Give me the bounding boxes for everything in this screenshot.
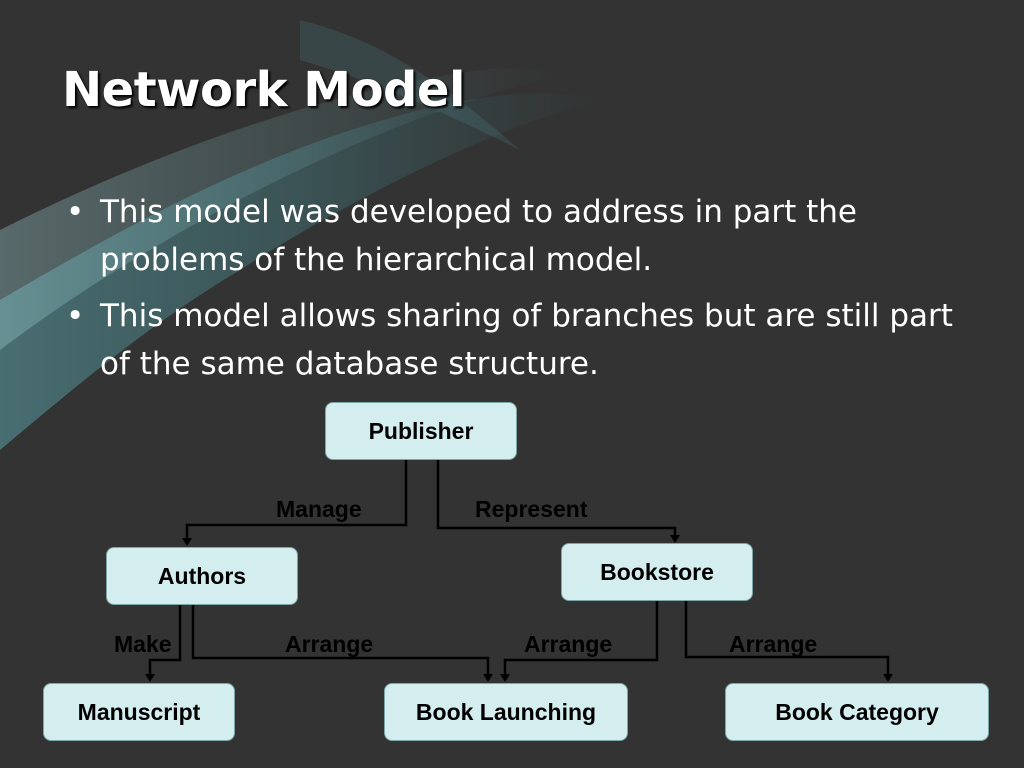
edge-make: [148, 605, 182, 676]
node-authors: Authors: [106, 547, 298, 605]
bullet-dot-icon: •: [66, 194, 85, 230]
node-book-launching: Book Launching: [384, 683, 628, 741]
edge-represent: [436, 460, 677, 537]
arrowhead-icon: [182, 538, 192, 546]
edge-manage: [185, 460, 408, 540]
arrowhead-icon: [883, 674, 893, 682]
bullet-list: • This model was developed to address in…: [62, 188, 992, 396]
arrowhead-icon: [670, 535, 680, 543]
node-book-category: Book Category: [725, 683, 989, 741]
edge-arrange-bookstore-category: [684, 601, 890, 676]
arrowhead-icon: [145, 674, 155, 682]
bullet-item: • This model was developed to address in…: [62, 188, 992, 284]
node-publisher: Publisher: [325, 402, 517, 460]
arrowhead-icon: [500, 674, 510, 682]
node-bookstore: Bookstore: [561, 543, 753, 601]
bullet-item: • This model allows sharing of branches …: [62, 292, 992, 388]
bullet-text: This model was developed to address in p…: [100, 194, 858, 278]
edge-label-arrange: Arrange: [729, 631, 818, 657]
bullet-text: This model allows sharing of branches bu…: [100, 298, 953, 382]
edge-label-manage: Manage: [276, 496, 362, 522]
bullet-dot-icon: •: [66, 298, 85, 334]
edge-label-make: Make: [114, 631, 172, 657]
edge-label-arrange: Arrange: [285, 631, 374, 657]
arrowhead-icon: [483, 674, 493, 682]
node-manuscript: Manuscript: [43, 683, 235, 741]
edge-label-represent: Represent: [475, 496, 588, 522]
slide-title: Network Model: [62, 62, 465, 118]
edge-label-arrange: Arrange: [524, 631, 613, 657]
edge-arrange-authors: [191, 605, 490, 676]
edge-arrange-bookstore-launch: [503, 601, 659, 676]
